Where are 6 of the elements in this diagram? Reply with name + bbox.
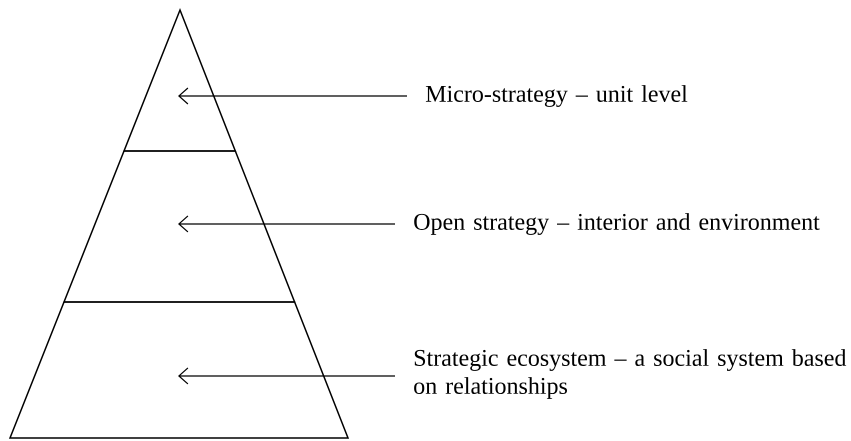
- annotation-text: Open strategy – interior and environment: [414, 213, 820, 235]
- arrow: [178, 368, 395, 384]
- annotation-text: Strategic ecosystem – a social system based on relationships: [414, 349, 846, 399]
- arrow: [178, 88, 407, 104]
- annotation-text: Micro-strategy – unit level: [426, 85, 688, 107]
- arrow: [178, 216, 395, 232]
